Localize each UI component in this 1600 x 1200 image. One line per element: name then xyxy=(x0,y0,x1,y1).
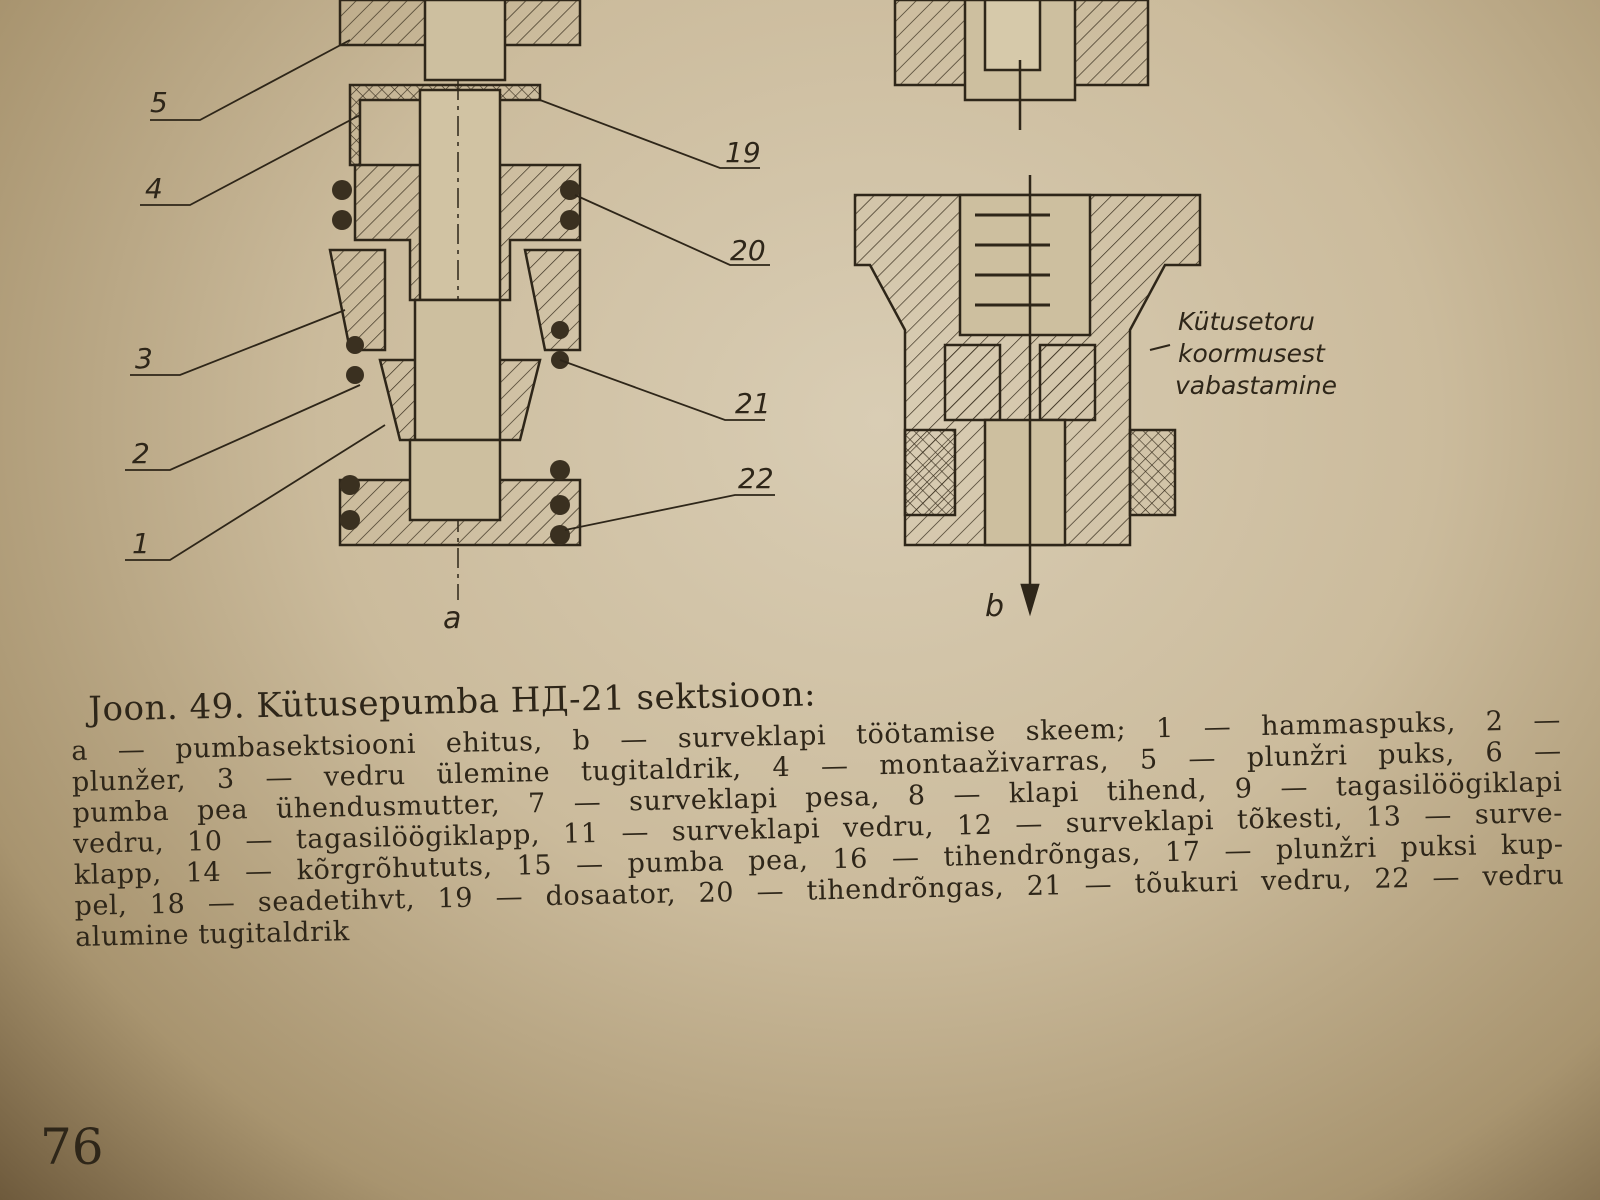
annotation-line: Kütusetoru xyxy=(1178,307,1315,336)
label-21: 21 xyxy=(735,387,771,420)
label-4: 4 xyxy=(145,172,163,205)
label-22: 22 xyxy=(738,462,774,495)
label-19: 19 xyxy=(725,136,761,169)
sublabel-a: a xyxy=(443,601,461,636)
figure-caption: Joon. 49. Kütusepumba НД-21 sektsioon: a… xyxy=(70,659,1565,953)
drawing-a xyxy=(125,0,775,600)
pump-section-figure: 5 4 19 20 3 21 2 22 1 a b Kütusetoru koo… xyxy=(125,0,1337,636)
sublabel-b: b xyxy=(985,589,1004,624)
label-2: 2 xyxy=(132,437,150,470)
label-5: 5 xyxy=(150,86,168,119)
label-3: 3 xyxy=(135,342,153,375)
annotation-line: vabastamine xyxy=(1175,371,1337,400)
page-number: 76 xyxy=(40,1118,104,1176)
label-20: 20 xyxy=(730,234,766,267)
annotation-line: koormusest xyxy=(1178,339,1326,368)
label-1: 1 xyxy=(132,527,150,560)
drawing-b xyxy=(853,0,1202,617)
